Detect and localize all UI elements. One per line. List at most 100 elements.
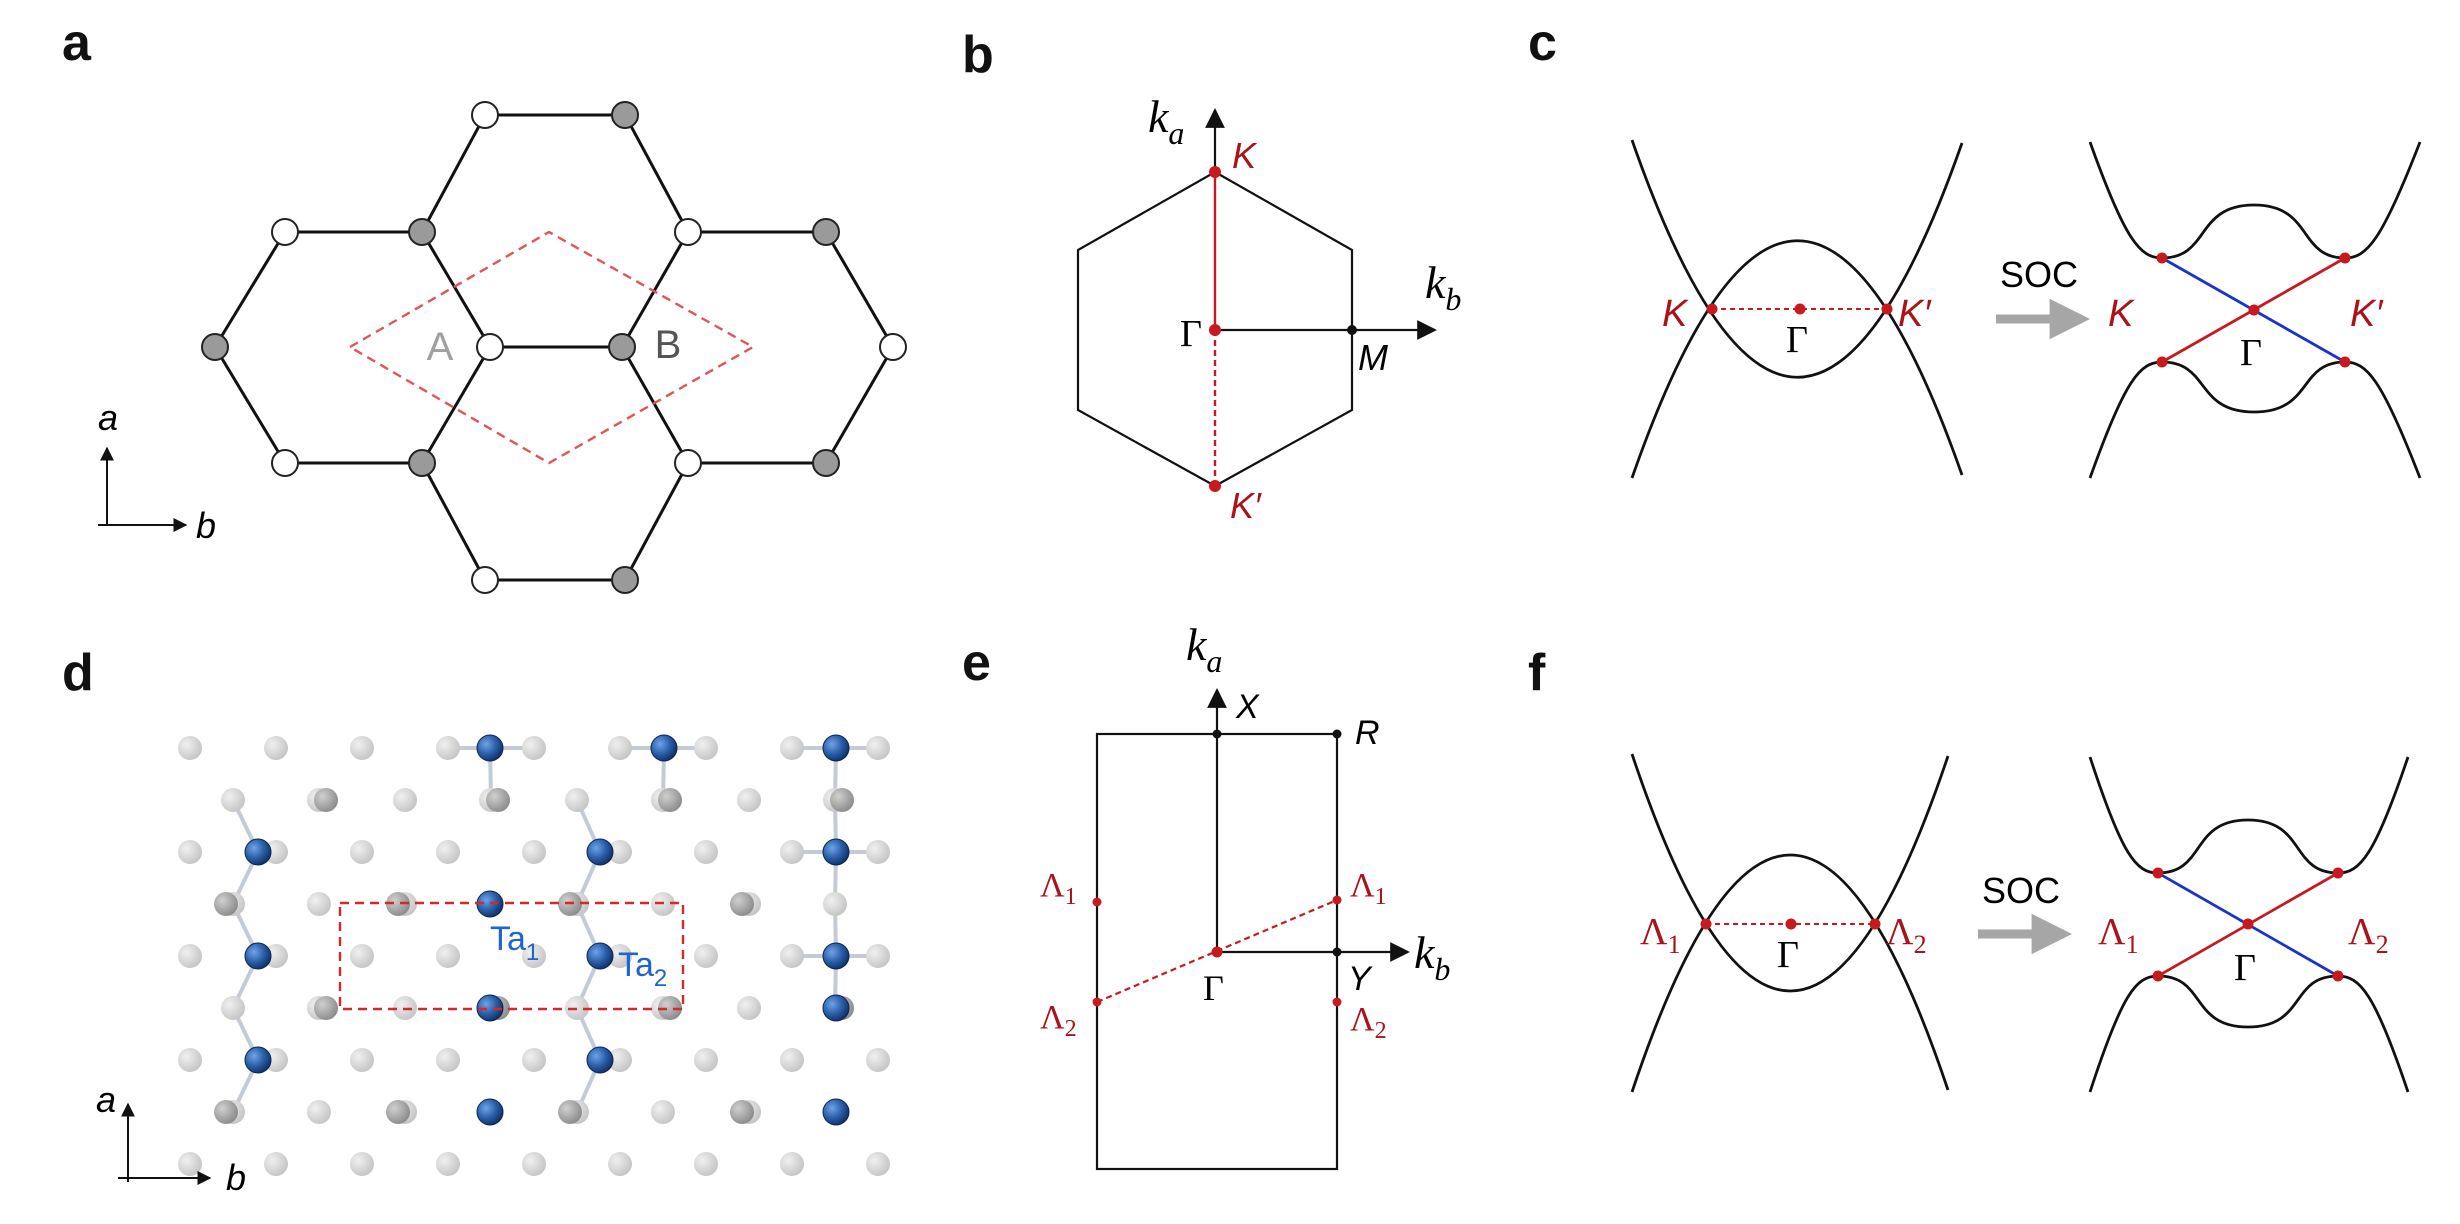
- e-ka-sub: a: [1206, 643, 1222, 679]
- chalcogen-atom: [823, 892, 847, 916]
- site-b-atom: [408, 449, 436, 477]
- e-right-lambda1-label: Λ1: [1350, 867, 1387, 910]
- ta-atom: [476, 1098, 504, 1126]
- f-right-dot-ll: [2152, 970, 2164, 982]
- chalcogen-atom: [307, 1100, 331, 1124]
- honeycomb-bonds: [213, 113, 895, 582]
- site-a-label: A: [427, 325, 454, 369]
- c-right-lower-band: [2088, 360, 2422, 479]
- chalcogen-atom: [522, 1152, 546, 1176]
- m-point: [1347, 325, 1357, 335]
- chalcogen-atom: [436, 1152, 460, 1176]
- chalcogen-atom: [350, 944, 374, 968]
- panel-label-b: b: [962, 26, 994, 84]
- ka-label: ka: [1148, 91, 1184, 151]
- c-left-kprime-label: K′: [1898, 293, 1932, 335]
- f-right-l2-sym: Λ: [2348, 911, 2376, 953]
- ta1-label: Ta1: [490, 920, 539, 966]
- f-left-l1-sub: 1: [1668, 930, 1681, 959]
- e-ka-label: ka: [1186, 619, 1222, 679]
- honeycomb-bond: [824, 346, 895, 464]
- f-right-gamma-dot: [2242, 918, 2254, 930]
- c-left-k-label: K: [1662, 293, 1689, 335]
- c-right-dot-ur: [2339, 252, 2351, 264]
- f-left-l2-label: Λ2: [1886, 911, 1927, 959]
- c-right-gamma-dot: [2248, 304, 2260, 316]
- ta-atom: [822, 1098, 850, 1126]
- ta-atom: [822, 838, 850, 866]
- e-ka-k: k: [1186, 619, 1208, 670]
- site-b-atom: [611, 101, 639, 129]
- site-a-atom: [271, 218, 299, 246]
- f-left-upper-band: [1630, 853, 1950, 1093]
- chalcogen-atom: [780, 1048, 804, 1072]
- c-left-kprime-dot: [1881, 303, 1893, 315]
- ta2-sub: 2: [654, 965, 667, 992]
- chalcogen-atom: [350, 736, 374, 760]
- e-left-l1-sym: Λ: [1040, 867, 1065, 904]
- chalcogen-atom: [178, 944, 202, 968]
- ta-atom: [476, 994, 504, 1022]
- honeycomb-atoms: [201, 101, 907, 594]
- chalcogen-atom: [780, 840, 804, 864]
- chalcogen-atom: [221, 996, 245, 1020]
- d-unit-cell: [338, 901, 685, 1011]
- c-right-k-label: K: [2108, 293, 2135, 335]
- site-a-atom: [674, 218, 702, 246]
- site-b-label: B: [655, 323, 682, 367]
- panel-b-brillouin-zone: ka kb K K′ Γ M: [1076, 91, 1461, 526]
- chalcogen-atom: [178, 736, 202, 760]
- honeycomb-bond: [420, 114, 487, 233]
- site-a-atom: [471, 101, 499, 129]
- gray-atom: [486, 788, 510, 812]
- panel-d-crystal: Ta1 Ta2 a b: [96, 734, 890, 1198]
- ta2-text: Ta: [618, 946, 654, 984]
- c-right-gamma-label: Γ: [2240, 332, 2262, 374]
- site-a-atom: [476, 333, 504, 361]
- honeycomb-bond: [623, 114, 690, 233]
- site-b-atom: [408, 218, 436, 246]
- f-left-l1-sym: Λ: [1640, 911, 1668, 953]
- chalcogen-atom: [608, 840, 632, 864]
- site-a-atom: [471, 566, 499, 594]
- ta-atom: [650, 734, 678, 762]
- d-axis-a-label: a: [96, 1079, 116, 1120]
- kb-label-k: k: [1425, 257, 1447, 308]
- chalcogen-atom: [608, 944, 632, 968]
- chalcogen-atom: [608, 736, 632, 760]
- c-right-dot-ul: [2156, 252, 2168, 264]
- panel-c-bands: K K′ Γ SOC K K′ Γ: [1630, 139, 2422, 479]
- chalcogen-atom: [436, 840, 460, 864]
- chalcogen-atom: [350, 1048, 374, 1072]
- chalcogen-atom: [565, 788, 589, 812]
- f-left-l2-sym: Λ: [1886, 911, 1914, 953]
- e-gamma-point: [1211, 946, 1223, 958]
- site-b-atom: [608, 333, 636, 361]
- panel-label-c: c: [1528, 14, 1557, 72]
- e-kb-k: k: [1414, 927, 1436, 978]
- chalcogen-atom: [393, 788, 417, 812]
- panel-f-bands: Λ1 Λ2 Γ SOC Λ1 Λ2 Γ: [1630, 753, 2410, 1093]
- chalcogen-atom: [651, 1100, 675, 1124]
- chalcogen-atom: [780, 944, 804, 968]
- f-right-dot-ul: [2152, 867, 2164, 879]
- ta-atom: [476, 734, 504, 762]
- c-left-lower-band: [1630, 139, 1964, 379]
- ta-atom: [586, 838, 614, 866]
- f-left-l1-label: Λ1: [1640, 911, 1681, 959]
- d-axis-b-label: b: [226, 1157, 246, 1198]
- f-right-l1-sym: Λ: [2098, 911, 2126, 953]
- f-right-upper-band: [2088, 756, 2410, 875]
- f-left-l2-sub: 2: [1914, 930, 1927, 959]
- gray-atom: [730, 1100, 754, 1124]
- panel-e-brillouin-zone: ka kb X R Y Γ Λ1 Λ2 Λ1 Λ2: [1040, 619, 1450, 1171]
- e-x-label: X: [1235, 688, 1260, 726]
- site-b-atom: [201, 333, 229, 361]
- c-right-kprime-label: K′: [2350, 293, 2384, 335]
- gray-atom: [830, 788, 854, 812]
- e-right-lambda2-point: [1332, 997, 1342, 1007]
- chalcogen-atom: [221, 788, 245, 812]
- e-kb-sub: b: [1434, 951, 1450, 987]
- gray-atom: [658, 996, 682, 1020]
- gray-atom: [214, 1100, 238, 1124]
